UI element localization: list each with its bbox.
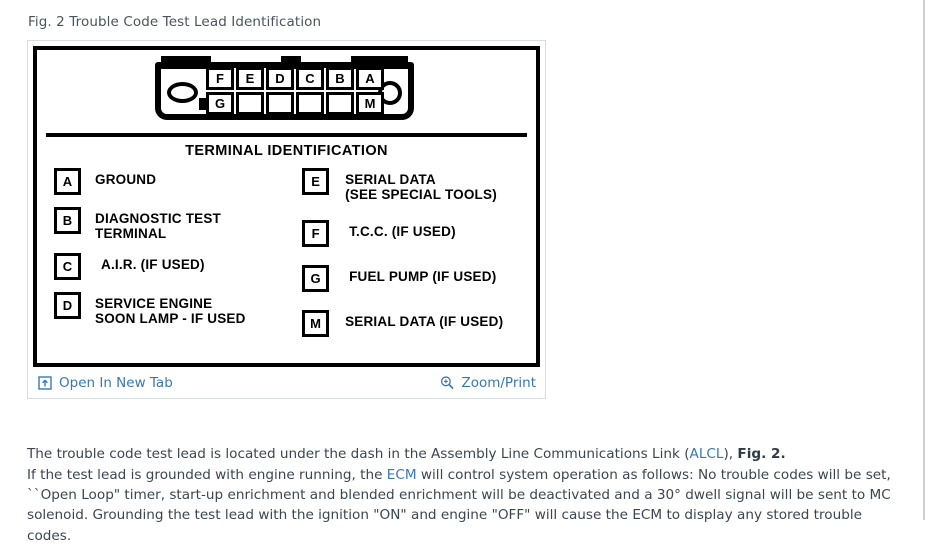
paragraph-2-text-after: will control system operation as follows… <box>27 466 891 544</box>
terminal-identification-diagram: F E D C B A G <box>33 45 540 367</box>
pin-cell <box>296 91 324 115</box>
legend-item: C A.I.R. (IF USED) <box>54 252 278 280</box>
legend-item: A GROUND <box>54 167 278 195</box>
terminal-label: GROUND <box>95 171 157 187</box>
pin-cell: E <box>236 66 264 90</box>
connector-tab-left <box>161 55 211 69</box>
terminal-box: B <box>54 206 81 234</box>
terminal-box: M <box>302 309 330 337</box>
figure-container: F E D C B A G <box>27 39 546 399</box>
legend-item: G FUEL PUMP (IF USED) <box>302 264 536 292</box>
terminal-label: SERVICE ENGINE SOON LAMP - IF USED <box>95 295 246 326</box>
magnifier-plus-icon <box>440 376 454 390</box>
terminal-label: SERIAL DATA (IF USED) <box>345 313 504 329</box>
connector-pin-row-top: F E D C B A <box>206 66 386 90</box>
document-page: Fig. 2 Trouble Code Test Lead Identifica… <box>27 0 925 544</box>
legend-item: B DIAGNOSTIC TEST TERMINAL <box>54 206 278 241</box>
terminal-box: G <box>302 264 330 292</box>
terminal-identification-heading: TERMINAL IDENTIFICATION <box>185 142 388 159</box>
terminal-label: SERIAL DATA (SEE SPECIAL TOOLS) <box>345 171 497 202</box>
pin-cell: M <box>356 91 384 115</box>
paragraph-1: The trouble code test lead is located un… <box>27 444 907 464</box>
legend-item: M SERIAL DATA (IF USED) <box>302 309 536 337</box>
connector-notch <box>199 97 207 110</box>
terminal-box: F <box>302 219 330 247</box>
open-in-new-tab-label: Open In New Tab <box>59 374 173 391</box>
terminal-box: D <box>54 291 81 319</box>
connector-tab-right <box>351 55 408 69</box>
figure-reference: Fig. 2. <box>737 445 786 462</box>
connector-oval-pin <box>167 81 198 103</box>
terminal-label: A.I.R. (IF USED) <box>101 256 205 272</box>
legend-item: D SERVICE ENGINE SOON LAMP - IF USED <box>54 291 278 326</box>
paragraph-1-text-after: ), <box>723 445 738 462</box>
open-in-new-tab-button[interactable]: Open In New Tab <box>38 375 173 391</box>
paragraph-2: If the test lead is grounded with engine… <box>27 465 907 546</box>
pin-cell: G <box>206 91 234 115</box>
figure-caption: Fig. 2 Trouble Code Test Lead Identifica… <box>28 14 322 30</box>
paragraph-2-text-before: If the test lead is grounded with engine… <box>27 466 387 483</box>
body-text: The trouble code test lead is located un… <box>27 444 907 546</box>
pin-cell <box>266 91 294 115</box>
diagram-divider-rule <box>46 132 527 137</box>
connector-tab-middle <box>281 55 301 69</box>
connector-pin-grid: F E D C B A G <box>206 66 386 115</box>
paragraph-1-text-before: The trouble code test lead is located un… <box>27 445 690 462</box>
open-in-new-tab-icon <box>38 375 52 390</box>
pin-cell <box>326 91 354 115</box>
ecm-link[interactable]: ECM <box>386 466 417 483</box>
terminal-label: T.C.C. (IF USED) <box>349 223 456 239</box>
figure-image-wrap: F E D C B A G <box>28 41 545 367</box>
pin-cell: A <box>356 66 384 90</box>
pin-cell: F <box>206 66 234 90</box>
zoom-print-label: Zoom/Print <box>461 374 536 391</box>
legend-item: F T.C.C. (IF USED) <box>302 219 536 247</box>
terminal-label: DIAGNOSTIC TEST TERMINAL <box>95 210 222 241</box>
terminal-legend: A GROUND B DIAGNOSTIC TEST TERMINAL C A.… <box>37 167 536 355</box>
pin-cell: C <box>296 66 324 90</box>
figure-toolbar: Open In New Tab Zoom/Print <box>28 366 545 398</box>
zoom-print-button[interactable]: Zoom/Print <box>440 375 536 391</box>
terminal-box: A <box>54 167 81 195</box>
pin-cell: B <box>326 66 354 90</box>
pin-cell: D <box>266 66 294 90</box>
legend-item: E SERIAL DATA (SEE SPECIAL TOOLS) <box>302 167 536 202</box>
terminal-legend-column-right: E SERIAL DATA (SEE SPECIAL TOOLS) F T.C.… <box>278 167 536 355</box>
connector-pin-row-bottom: G M <box>206 90 386 115</box>
terminal-box: C <box>54 252 81 280</box>
alcl-link[interactable]: ALCL <box>689 445 724 462</box>
terminal-label: FUEL PUMP (IF USED) <box>349 268 497 284</box>
terminal-legend-column-left: A GROUND B DIAGNOSTIC TEST TERMINAL C A.… <box>37 167 278 355</box>
pin-cell <box>236 91 264 115</box>
terminal-box: E <box>302 167 330 195</box>
alcl-connector-drawing: F E D C B A G <box>155 55 414 122</box>
